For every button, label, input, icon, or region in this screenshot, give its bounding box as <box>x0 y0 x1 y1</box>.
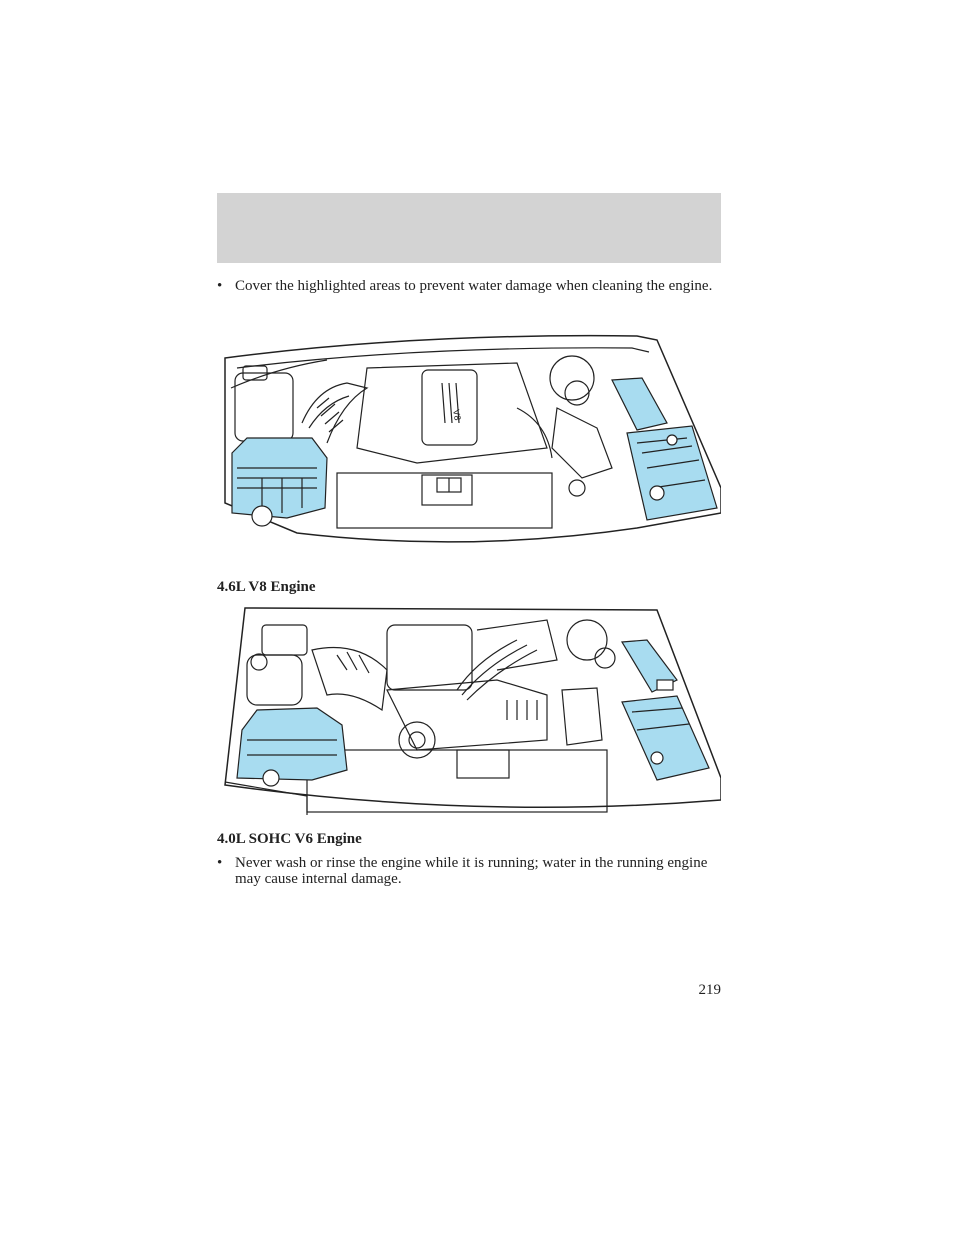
v8-engine-illustration: V8 <box>217 328 721 550</box>
bullet-text: Cover the highlighted areas to prevent w… <box>235 278 713 294</box>
figure-caption: 4.0L SOHC V6 Engine <box>217 831 362 847</box>
engine-badge: V8 <box>451 409 463 422</box>
bullet-text: Never wash or rinse the engine while it … <box>235 855 708 887</box>
figure-caption: 4.6L V8 Engine <box>217 579 316 595</box>
bullet-item-never-wash: • Never wash or rinse the engine while i… <box>217 855 721 887</box>
v6-engine-illustration <box>217 600 721 818</box>
section-header-band <box>217 193 721 263</box>
bullet-marker: • <box>217 855 223 871</box>
page-number: 219 <box>698 982 722 998</box>
bullet-item-cover-areas: • Cover the highlighted areas to prevent… <box>217 278 721 294</box>
bullet-marker: • <box>217 278 223 294</box>
